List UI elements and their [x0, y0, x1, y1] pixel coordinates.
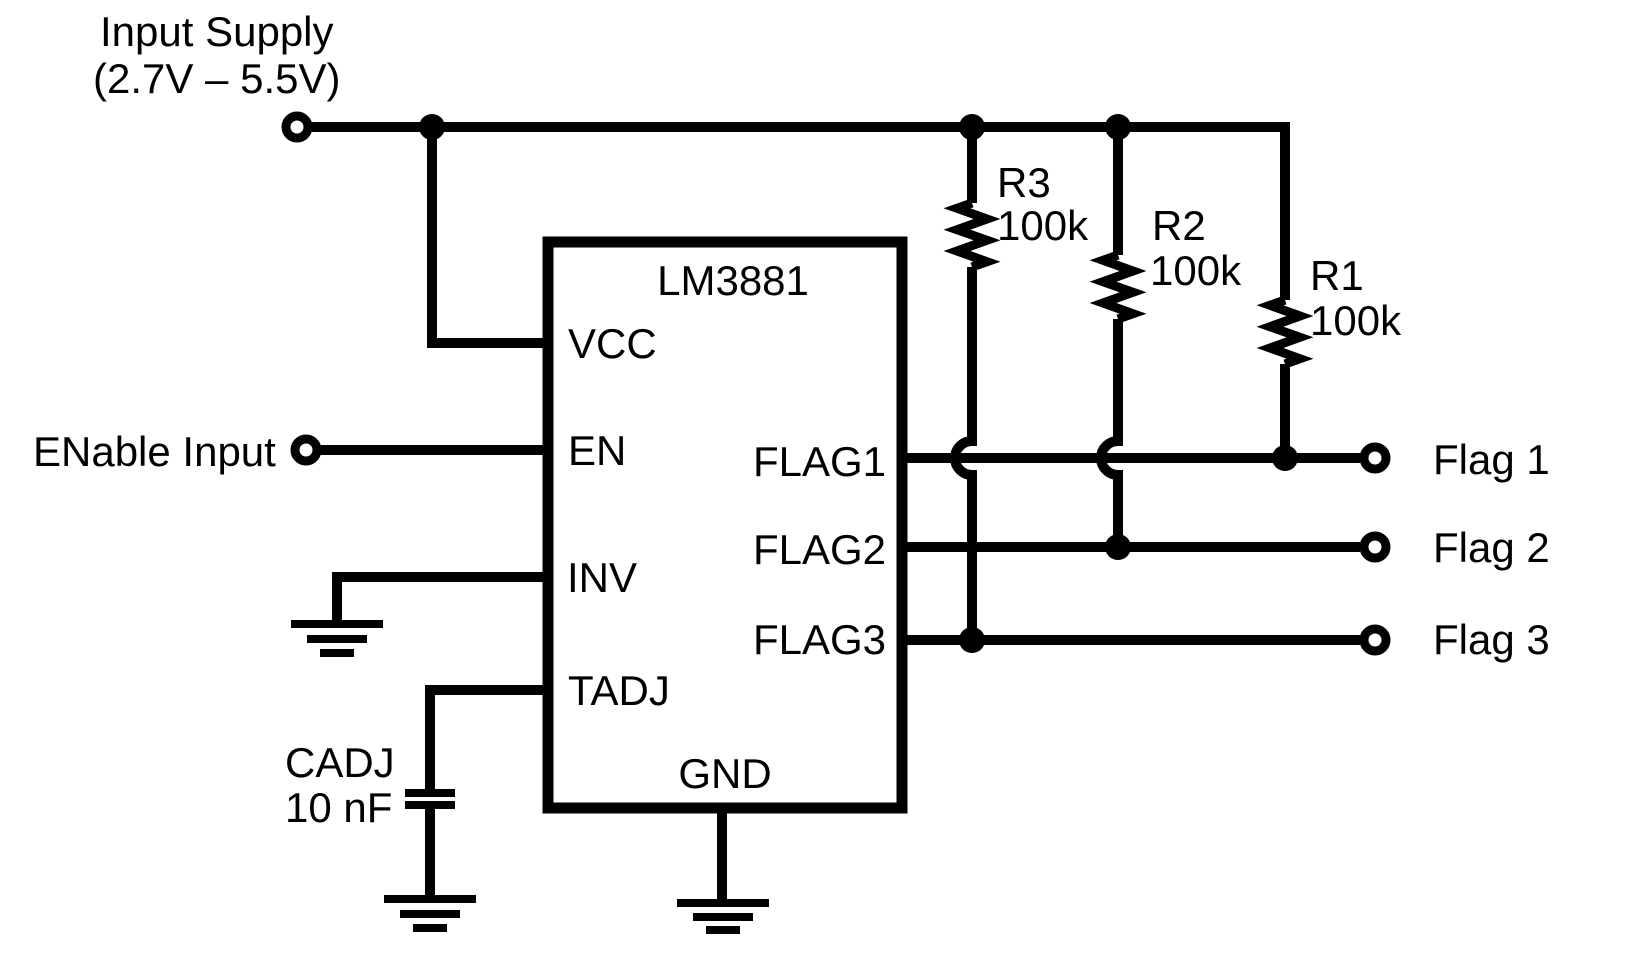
resistor-r3: R3 100k — [943, 127, 1089, 640]
flag2-output-label: Flag 2 — [1433, 524, 1550, 571]
inv-ground-symbol — [291, 620, 383, 657]
pin-label-flag3: FLAG3 — [753, 616, 886, 663]
pin-label-gnd: GND — [678, 750, 771, 797]
pin-label-vcc: VCC — [568, 320, 657, 367]
flag3-output-label: Flag 3 — [1433, 616, 1550, 663]
junction-dot-r1-flag1 — [1272, 445, 1298, 471]
r2-value-label: 100k — [1150, 247, 1242, 294]
capacitor-cadj: CADJ 10 nF — [285, 739, 476, 932]
inv-wire — [332, 572, 548, 620]
r3-value-label: 100k — [997, 202, 1089, 249]
supply-label-line2: (2.7V – 5.5V) — [93, 55, 340, 102]
supply-rail — [311, 122, 1290, 348]
supply-label-line1: Input Supply — [100, 8, 334, 55]
tadj-wire — [425, 685, 548, 790]
outer-labels: Input Supply (2.7V – 5.5V) ENable Input … — [33, 8, 1550, 663]
enable-input-label: ENable Input — [33, 428, 276, 475]
junction-dot-vcc-branch — [419, 114, 445, 140]
pin-label-inv: INV — [567, 554, 637, 601]
junction-dot-r2-flag2 — [1105, 534, 1131, 560]
pin-label-flag2: FLAG2 — [753, 526, 886, 573]
flag2-terminal — [1359, 531, 1391, 563]
resistor-r2: R2 100k — [1089, 127, 1242, 547]
junction-dot-r3-rail — [959, 114, 985, 140]
flag1-terminal — [1359, 442, 1391, 474]
gnd-ground-symbol — [677, 899, 769, 934]
ic-part-label: LM3881 — [657, 257, 809, 304]
cadj-ground-symbol — [384, 895, 476, 932]
r2-ref-label: R2 — [1152, 202, 1206, 249]
r1-value-label: 100k — [1310, 297, 1402, 344]
cadj-ref-label: CADJ — [285, 739, 395, 786]
supply-terminal — [281, 111, 313, 143]
r1-ref-label: R1 — [1310, 252, 1364, 299]
terminals — [281, 111, 1391, 656]
junction-dot-r2-rail — [1105, 114, 1131, 140]
enable-terminal — [290, 434, 322, 466]
r3-zigzag — [943, 198, 1001, 272]
resistor-r1: R1 100k — [1256, 252, 1402, 458]
ic-lm3881: LM3881 VCC EN INV TADJ FLAG1 FLAG2 FLAG3… — [320, 236, 908, 900]
flag1-output-label: Flag 1 — [1433, 436, 1550, 483]
junction-dots — [419, 114, 1298, 653]
pin-label-en: EN — [568, 427, 626, 474]
r2-wire — [1096, 127, 1123, 547]
r2-zigzag — [1089, 250, 1147, 324]
r3-ref-label: R3 — [997, 159, 1051, 206]
cadj-value-label: 10 nF — [285, 784, 392, 831]
junction-dot-r3-flag3 — [959, 627, 985, 653]
vcc-branch-wire — [427, 127, 548, 348]
ic-body — [542, 236, 908, 814]
r1-zigzag — [1256, 295, 1314, 369]
flag3-terminal — [1359, 624, 1391, 656]
supply-rail-wire — [311, 122, 1290, 300]
pin-label-tadj: TADJ — [568, 667, 670, 714]
pin-label-flag1: FLAG1 — [753, 438, 886, 485]
